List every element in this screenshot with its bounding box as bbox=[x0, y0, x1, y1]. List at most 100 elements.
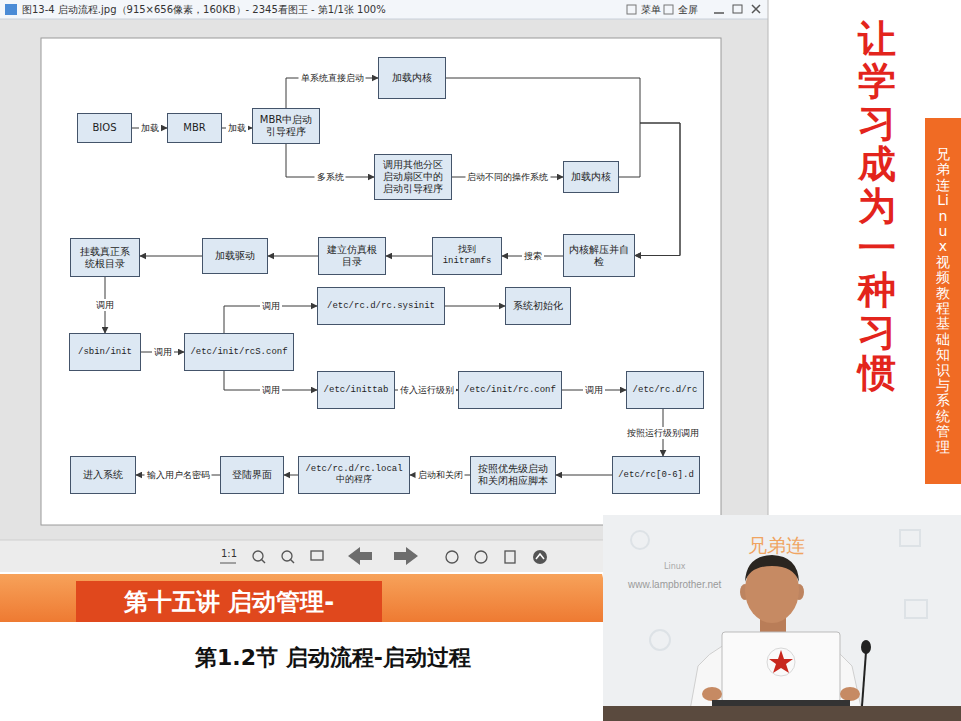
box-text: 加载内核 bbox=[392, 72, 432, 84]
edge-label: 启动不同的操作系统 bbox=[465, 171, 550, 183]
box-text: /etc/rc.d/rc.sysinit bbox=[327, 301, 435, 312]
process-box: BIOS bbox=[77, 113, 132, 143]
edge-label: 按照运行级别调用 bbox=[625, 427, 701, 439]
watermark-text: Linux bbox=[664, 562, 686, 571]
viewer-window bbox=[5, 4, 17, 15]
presenter-video bbox=[722, 632, 840, 702]
viewer-window bbox=[627, 5, 636, 14]
viewer-window bbox=[752, 5, 760, 13]
viewer-toolbar bbox=[220, 563, 236, 564]
connector-arrow bbox=[445, 306, 505, 307]
box-text: 加载驱动 bbox=[215, 250, 255, 262]
process-box: 登陆界面 bbox=[220, 456, 284, 494]
viewer-window bbox=[0, 0, 768, 19]
section-subtitle: 第1.2节 启动流程-启动过程 bbox=[195, 643, 471, 673]
section-band: 第十五讲 启动管理- bbox=[76, 581, 382, 622]
box-text: 进入系统 bbox=[83, 469, 123, 481]
viewer-window bbox=[0, 0, 768, 572]
viewer-toolbar bbox=[311, 551, 323, 560]
process-box: 加载驱动 bbox=[202, 238, 268, 274]
viewer-toolbar bbox=[348, 547, 372, 565]
edge-label: 启动和关闭 bbox=[416, 469, 465, 481]
process-box: /etc/inittab bbox=[317, 371, 395, 409]
process-box: /etc/rc.d/rc.local 中的程序 bbox=[298, 456, 410, 494]
box-text: MBR bbox=[183, 122, 205, 134]
presenter-video bbox=[603, 515, 961, 721]
viewer-toolbar bbox=[290, 559, 294, 563]
box-text: BIOS bbox=[92, 122, 116, 134]
process-box: 系统初始化 bbox=[505, 287, 571, 325]
fullscreen-button: 全屏 bbox=[678, 3, 698, 17]
box-text: MBR中启动 引导程序 bbox=[257, 114, 315, 138]
process-box: 进入系统 bbox=[70, 456, 136, 494]
edge-label: 输入用户名密码 bbox=[145, 469, 212, 481]
viewer-window bbox=[0, 0, 768, 545]
box-text: 系统初始化 bbox=[513, 300, 563, 312]
box-text: /etc/rc[0-6].d bbox=[618, 470, 694, 481]
window-title: 图13-4 启动流程.jpg（915×656像素，160KB）- 2345看图王… bbox=[22, 3, 386, 17]
box-text: 内核解压并自 检 bbox=[568, 244, 630, 268]
zoom-ratio: 1:1 bbox=[221, 548, 237, 559]
edge-label: 加载 bbox=[139, 122, 161, 134]
box-text: /sbin/init bbox=[78, 347, 132, 358]
edge-label: 调用 bbox=[583, 384, 605, 396]
edge-label: 调用 bbox=[94, 299, 116, 311]
presenter-video bbox=[769, 650, 793, 673]
edge-label: 多系统 bbox=[315, 171, 346, 183]
connector-arrow bbox=[446, 78, 680, 256]
presenter-video bbox=[650, 630, 670, 650]
lecture-band bbox=[0, 574, 614, 622]
viewer-toolbar bbox=[505, 551, 515, 563]
viewer-window bbox=[768, 0, 769, 572]
edge-label: 调用 bbox=[260, 384, 282, 396]
box-text: /etc/inittab bbox=[324, 385, 389, 396]
url-watermark: www.lampbrother.net bbox=[628, 579, 721, 590]
series-title: 兄弟连Linux视频教程 基础知识与系统管理 bbox=[936, 147, 950, 455]
connector-arrow bbox=[386, 256, 432, 257]
process-box: 按照优先级启动 和关闭相应脚本 bbox=[470, 456, 556, 494]
box-text: /etc/rc.d/rc.local 中的程序 bbox=[303, 464, 405, 486]
box-text: /etc/init/rc.conf bbox=[464, 385, 556, 396]
process-box: MBR中启动 引导程序 bbox=[252, 108, 320, 144]
viewer-toolbar bbox=[394, 547, 418, 565]
process-box: 加载内核 bbox=[378, 57, 446, 99]
box-text: 调用其他分区 启动扇区中的 启动引导程序 bbox=[379, 159, 447, 195]
viewer-toolbar bbox=[536, 554, 544, 559]
viewer-window bbox=[714, 12, 724, 14]
edge-label: 调用 bbox=[152, 346, 174, 358]
edge-label: 搜索 bbox=[522, 250, 544, 262]
viewer-toolbar bbox=[261, 559, 265, 563]
edge-label: 加载 bbox=[226, 122, 248, 134]
box-text: 登陆界面 bbox=[232, 469, 272, 481]
presenter-video bbox=[900, 530, 920, 546]
series-band: 兄弟连Linux视频教程 基础知识与系统管理 bbox=[925, 118, 961, 484]
presenter-video bbox=[767, 648, 795, 676]
process-box: MBR bbox=[167, 113, 222, 143]
box-text: 挂载真正系 统根目录 bbox=[75, 246, 135, 270]
edge-label: 调用 bbox=[260, 300, 282, 312]
box-text: 加载内核 bbox=[571, 171, 611, 183]
image-canvas bbox=[41, 38, 721, 525]
slogan-text: 让学习成为一种习惯 bbox=[858, 18, 896, 394]
brand-watermark: 兄弟连 bbox=[748, 533, 805, 559]
viewer-window bbox=[733, 5, 742, 13]
lecture-band bbox=[0, 574, 614, 622]
presenter-video bbox=[905, 600, 927, 618]
presenter-video bbox=[603, 515, 961, 721]
process-box: /etc/init/rcS.conf bbox=[184, 333, 294, 371]
process-box: 挂载真正系 统根目录 bbox=[70, 238, 140, 277]
connector-arrow bbox=[284, 475, 298, 476]
process-box: 建立仿真根 目录 bbox=[318, 237, 386, 275]
box-text: /etc/init/rcS.conf bbox=[190, 347, 287, 358]
viewer-toolbar bbox=[446, 551, 458, 563]
presenter-video bbox=[745, 555, 799, 582]
process-box: /etc/rc.d/rc.sysinit bbox=[317, 287, 445, 325]
connector-arrow bbox=[140, 256, 202, 257]
viewer-toolbar bbox=[533, 550, 547, 564]
presenter-video bbox=[840, 687, 860, 701]
presenter-video bbox=[603, 706, 961, 721]
image-canvas bbox=[41, 38, 721, 525]
presenter-video bbox=[702, 687, 722, 701]
viewer-toolbar bbox=[475, 551, 487, 563]
presenter-video bbox=[861, 640, 871, 654]
